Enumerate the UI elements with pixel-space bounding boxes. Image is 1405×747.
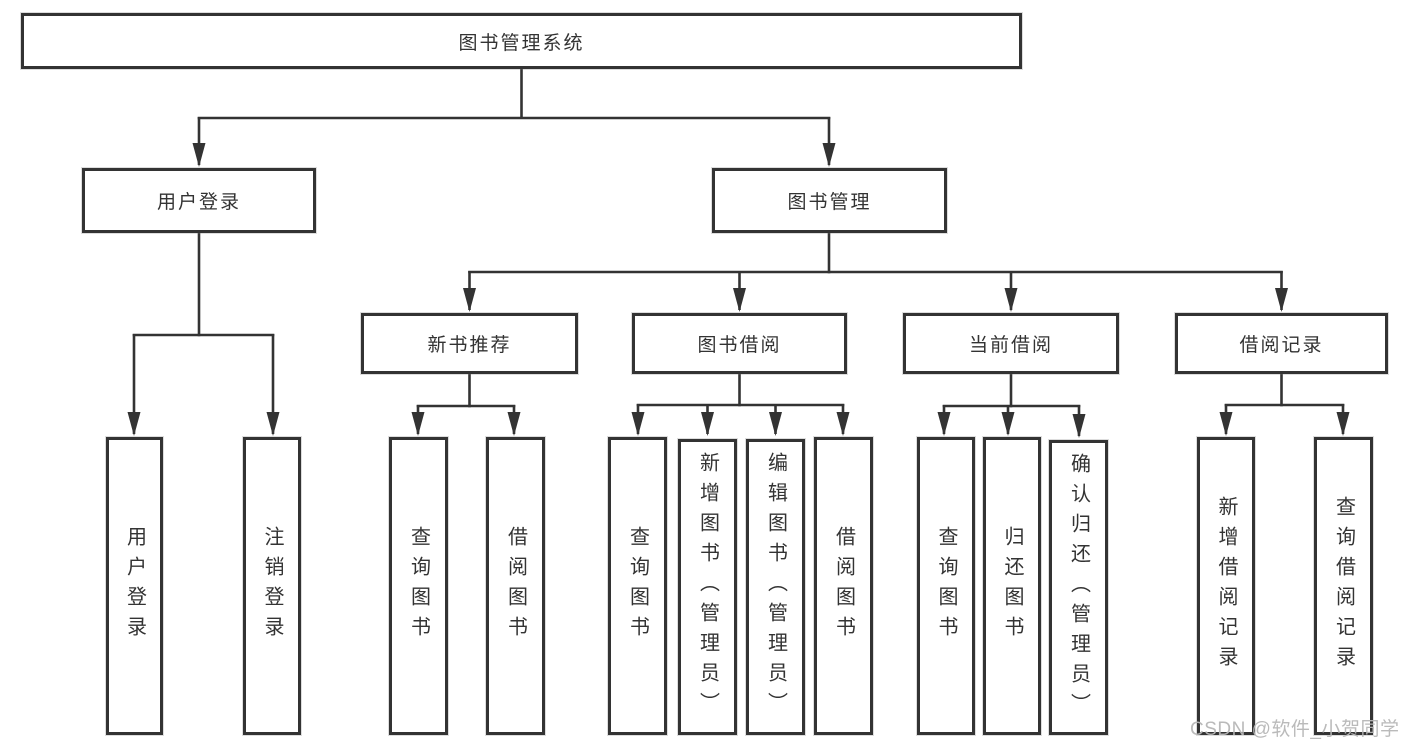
leaf-return-book: 归还图书	[983, 437, 1041, 735]
node-label: 借阅记录	[1239, 335, 1324, 356]
leaf-user-login: 用户登录	[106, 437, 163, 735]
node-book-borrow: 图书借阅	[632, 313, 847, 374]
node-label: 当前借阅	[968, 335, 1053, 356]
leaf-borrow-book-1: 借阅图书	[486, 437, 545, 735]
node-new-book-recommend: 新书推荐	[361, 313, 578, 374]
node-label: 查询图书	[407, 526, 430, 646]
node-label: 用户登录	[123, 526, 146, 646]
node-label: 确认归还（管理员）	[1067, 452, 1090, 723]
leaf-logout: 注销登录	[243, 437, 301, 735]
node-label: 图书借阅	[697, 335, 782, 356]
leaf-query-borrow-record: 查询借阅记录	[1314, 437, 1373, 735]
leaf-add-book-admin: 新增图书（管理员）	[678, 439, 737, 735]
node-borrow-record: 借阅记录	[1175, 313, 1388, 374]
node-book-management: 图书管理	[712, 168, 947, 233]
node-label: 查询图书	[626, 526, 649, 646]
node-label: 借阅图书	[504, 526, 527, 646]
leaf-query-book-2: 查询图书	[608, 437, 667, 735]
node-current-borrow: 当前借阅	[903, 313, 1119, 374]
node-label: 编辑图书（管理员）	[764, 452, 787, 722]
leaf-query-book-3: 查询图书	[917, 437, 975, 735]
node-root: 图书管理系统	[21, 13, 1022, 69]
leaf-query-book-1: 查询图书	[389, 437, 448, 735]
node-label: 图书管理	[787, 192, 872, 213]
node-label: 注销登录	[261, 526, 283, 646]
node-label: 图书管理系统	[458, 32, 585, 54]
leaf-add-borrow-record: 新增借阅记录	[1197, 437, 1255, 735]
leaf-edit-book-admin: 编辑图书（管理员）	[746, 439, 805, 735]
watermark: CSDN @软件_小贺同学	[1190, 719, 1400, 740]
node-user-login: 用户登录	[82, 168, 316, 233]
node-label: 新书推荐	[427, 335, 512, 356]
node-label: 归还图书	[1001, 526, 1023, 646]
node-label: 新增借阅记录	[1215, 496, 1237, 676]
leaf-borrow-book-2: 借阅图书	[814, 437, 873, 735]
leaf-confirm-return-admin: 确认归还（管理员）	[1049, 440, 1108, 735]
node-label: 查询图书	[935, 526, 957, 646]
node-label: 新增图书（管理员）	[696, 452, 719, 722]
node-label: 查询借阅记录	[1332, 496, 1355, 676]
node-label: 借阅图书	[832, 526, 855, 646]
node-label: 用户登录	[156, 192, 241, 213]
